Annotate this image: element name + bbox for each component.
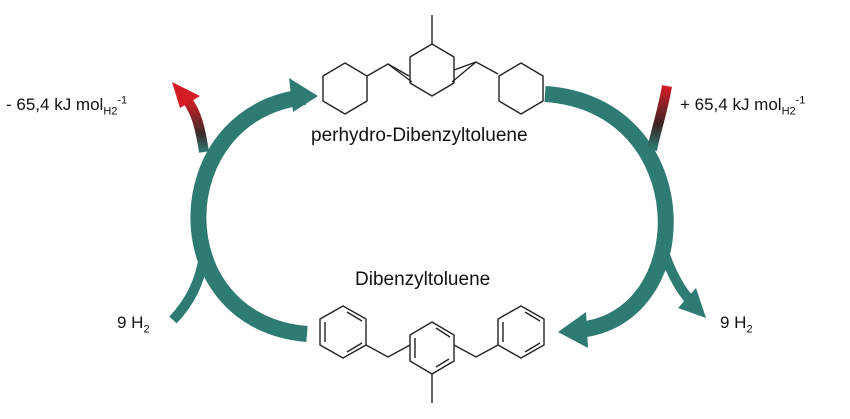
heat-input-label: + 65,4 kJ molH2-1: [680, 94, 806, 117]
dibenzyltoluene-structure-icon: [319, 305, 545, 403]
perhydro-dibenzyltoluene-structure-icon: [322, 15, 544, 115]
heat-input-value: + 65,4 kJ mol: [680, 95, 782, 114]
heat-release-arrow-icon: [172, 82, 209, 153]
perhydro-dibenzyltoluene-label: perhydro-Dibenzyltoluene: [311, 125, 528, 146]
heat-release-sup: -1: [117, 94, 128, 107]
hydrogen-input-value: 9 H: [117, 313, 144, 332]
heat-release-value: - 65,4 kJ mol: [6, 95, 104, 114]
hydrogen-output-arrow-icon: [660, 253, 706, 318]
right-cycle-arrow-icon: [544, 86, 674, 348]
hydrogen-output-sub: 2: [746, 323, 753, 336]
heat-input-sub: H2: [781, 105, 796, 118]
heat-release-label: - 65,4 kJ molH2-1: [6, 94, 128, 117]
heat-input-sup: -1: [795, 94, 806, 107]
dibenzyltoluene-label: Dibenzyltoluene: [355, 269, 491, 290]
hydrogen-input-sub: 2: [143, 323, 150, 336]
hydrogen-input-label: 9 H2: [117, 313, 150, 335]
hydrogen-output-label: 9 H2: [720, 313, 753, 335]
hydrogen-output-value: 9 H: [720, 313, 747, 332]
heat-input-arrow-icon: [647, 85, 672, 151]
left-cycle-arrow-icon: [190, 78, 318, 342]
hydrogen-input-arrow-icon: [169, 255, 209, 324]
heat-release-sub: H2: [103, 105, 118, 118]
